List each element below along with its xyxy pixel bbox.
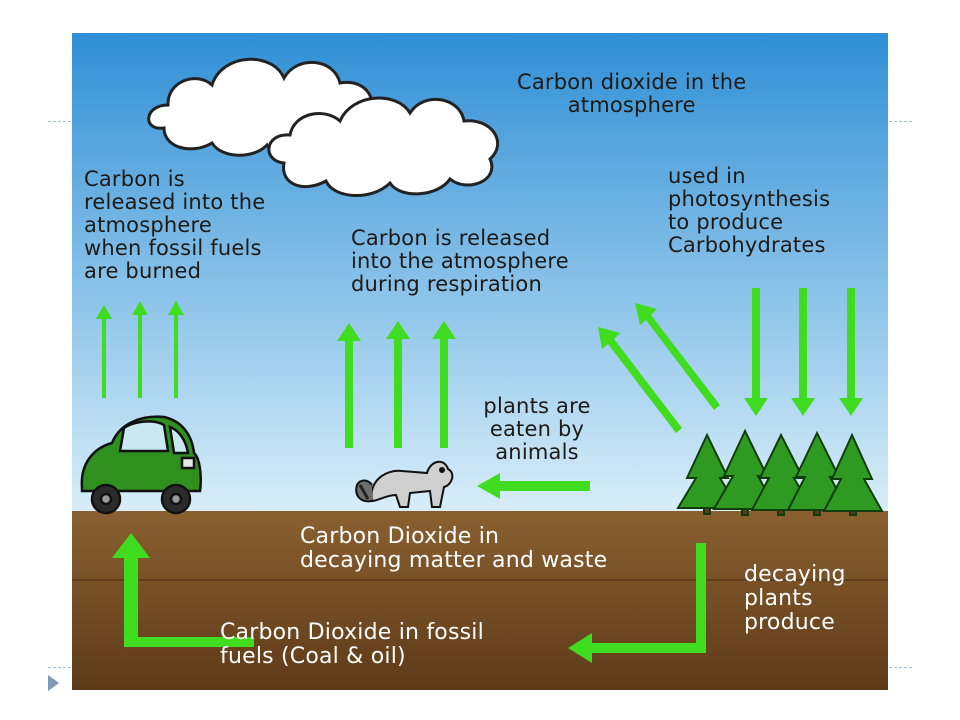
slide-bullet-icon: [48, 675, 59, 691]
arrow-tree-respiration: [598, 303, 720, 433]
label-decaying-plants: decaying plants produce: [744, 562, 846, 635]
arrow-respiration: [337, 321, 456, 448]
cloud-icon: [267, 96, 500, 197]
label-fossil-fuels: Carbon Dioxide in fossil fuels (Coal & o…: [220, 620, 484, 669]
arrow-decay-to-fossil: [568, 543, 706, 663]
label-decaying-matter: Carbon Dioxide in decaying matter and wa…: [300, 524, 608, 573]
arrow-fossil-release: [96, 301, 184, 398]
label-respiration: Carbon is released into the atmosphere d…: [351, 226, 569, 296]
arrow-plants-eaten: [477, 473, 590, 499]
raccoon-icon: [355, 460, 454, 508]
car-icon: [80, 415, 202, 515]
label-atmosphere: Carbon dioxide in the atmosphere: [517, 70, 747, 117]
soil-background: [72, 511, 888, 690]
label-plants-eaten: plants are eaten by animals: [483, 394, 591, 464]
carbon-cycle-diagram: Carbon dioxide in the atmosphere Carbon …: [72, 33, 888, 690]
diagram-artwork: [72, 33, 888, 690]
label-photosynthesis: used in photosynthesis to produce Carboh…: [668, 164, 831, 257]
arrow-fossil-to-car: [112, 533, 254, 647]
label-fossil-burned: Carbon is released into the atmosphere w…: [84, 167, 266, 283]
arrow-photosynthesis: [744, 288, 863, 416]
trees-icon: [676, 428, 884, 516]
